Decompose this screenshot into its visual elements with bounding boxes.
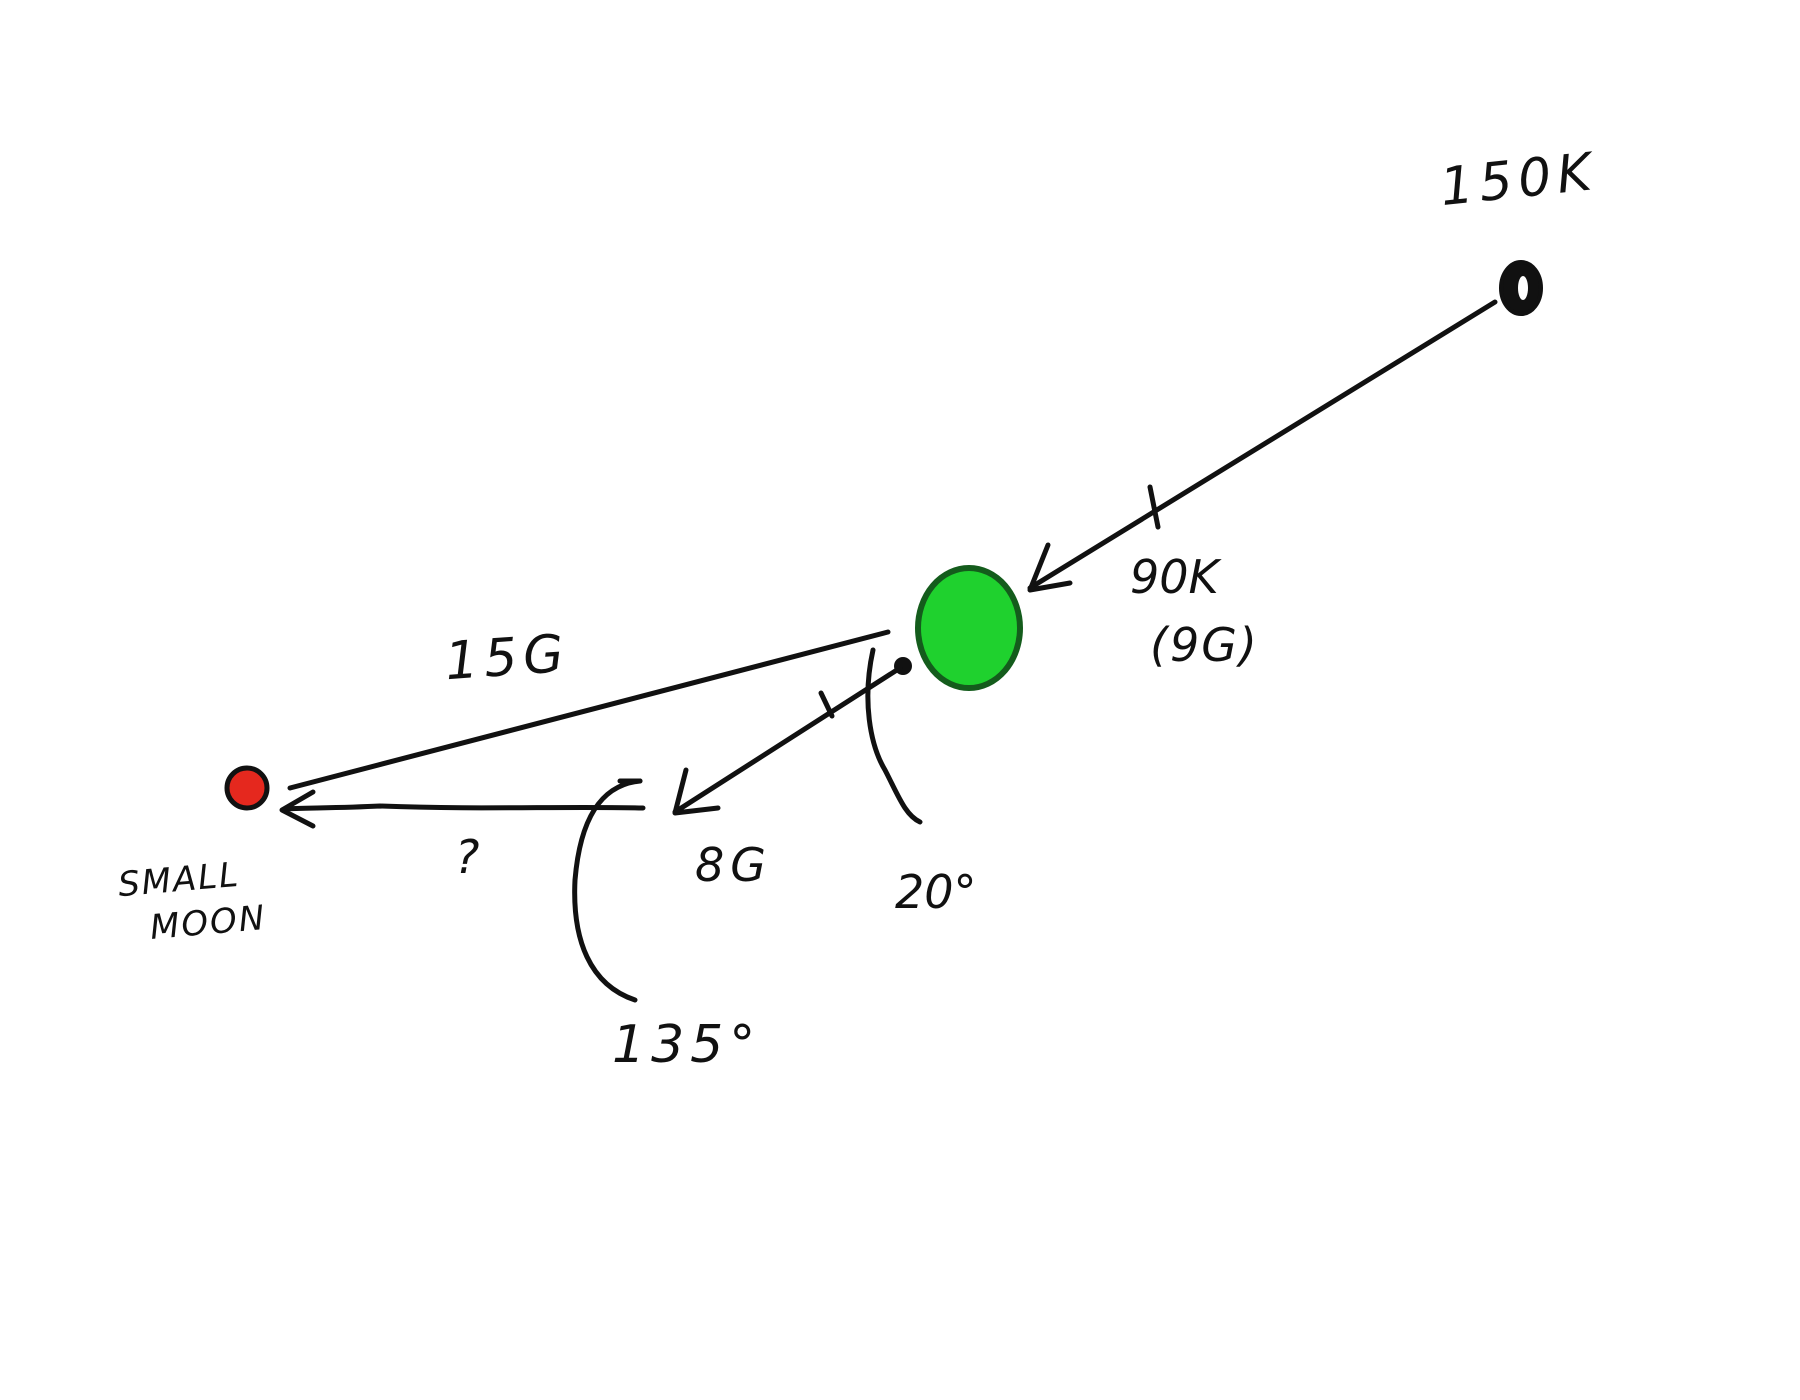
unknown-transfer-label: ? [455,830,486,884]
turn-angle-label: 135° [612,1015,762,1075]
turn-angle-arc [572,778,643,1003]
approach-trajectory-line [1027,299,1498,591]
planet-icon [915,565,1023,691]
departure-tick-mark [818,690,835,719]
far-body-highlight [1518,276,1528,300]
planet-moon-line [287,629,891,791]
approach-arrowhead-icon [1027,542,1073,593]
departure-trajectory-line [672,665,903,815]
planet-moon-distance-label: 15G [443,623,572,693]
departure-arrowhead-icon [672,767,721,816]
approach-tick-mark [1147,484,1161,530]
moon-transfer-arrowhead-icon [279,789,316,829]
departure-g-label: 8G [695,838,772,892]
moon-transfer-line [282,803,646,812]
departure-angle-arc [865,647,923,825]
approach-g-label: (9G) [1150,618,1259,672]
approach-speed-label: 90K [1130,550,1219,604]
departure-angle-label: 20° [895,865,977,919]
small-moon-icon [224,765,270,811]
